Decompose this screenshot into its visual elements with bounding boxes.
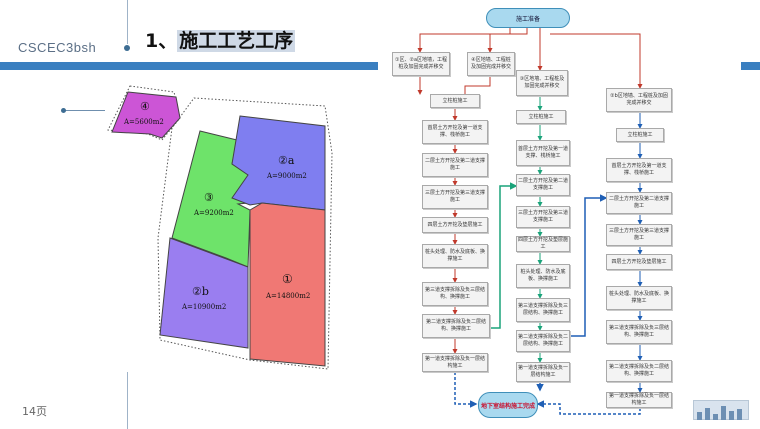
region-3-id: ③ bbox=[204, 191, 214, 204]
col3-step-0: ③区地墙、工程桩及加固完成并移交 bbox=[516, 70, 568, 96]
region-1 bbox=[249, 202, 326, 367]
col4-step-1: 立柱桩施工 bbox=[616, 128, 664, 142]
col1-step-2: 首层土方开挖及第一道支撑、栈桥施工 bbox=[422, 120, 488, 144]
title-prefix: 1、 bbox=[145, 30, 178, 52]
col4-step-5: 四层土方开挖及垫层施工 bbox=[606, 254, 672, 270]
col3-step-8: 第二道支撑拆除及负二层结构、换撑施工 bbox=[516, 330, 570, 352]
region-4 bbox=[111, 91, 181, 139]
title-main: 施工工艺工序 bbox=[177, 30, 296, 52]
corner-logo-icon bbox=[693, 400, 749, 420]
col4-step-0: ②b区地墙、工程桩及加固完成并移交 bbox=[606, 88, 672, 112]
col4-step-6: 桩头处理、防水及底板、换撑施工 bbox=[606, 286, 672, 310]
pointer-line bbox=[63, 110, 105, 111]
region-2b-id: ②b bbox=[192, 285, 209, 298]
company-logo: CSCEC3bsh bbox=[18, 40, 97, 55]
col3-step-7: 第三道支撑拆除及负三层结构、换撑施工 bbox=[516, 298, 570, 322]
accent-bar-right bbox=[741, 62, 760, 70]
region-4-area: A=5600m2 bbox=[123, 118, 164, 126]
header-divider bbox=[127, 0, 128, 44]
page-title: 1、施工工艺工序 bbox=[145, 26, 296, 53]
col4-step-9: 第一道支撑拆除及负一层结构施工 bbox=[606, 392, 672, 408]
region-2b-area: A=10900m2 bbox=[181, 303, 226, 311]
region-2a bbox=[231, 115, 326, 211]
col1-step-9: 第一道支撑拆除及负一层结构施工 bbox=[422, 353, 488, 372]
region-2b bbox=[159, 237, 249, 349]
col4-step-3: 二层土方开挖及第二道支撑施工 bbox=[606, 192, 672, 214]
col1-step-1: 立柱桩施工 bbox=[430, 94, 480, 108]
col3-step-2: 首层土方开挖及第一道支撑、栈桥施工 bbox=[516, 140, 570, 166]
region-1-id: ① bbox=[282, 272, 293, 286]
col3-step-1: 立柱桩施工 bbox=[516, 110, 566, 124]
col3-step-5: 四层土方开挖及垫层施工 bbox=[516, 236, 570, 252]
boundary-4 bbox=[107, 85, 181, 141]
col3-step-3: 二层土方开挖及第二道支撑施工 bbox=[516, 174, 570, 196]
col4-step-2: 首层土方开挖及第一道支撑、栈桥施工 bbox=[606, 158, 672, 182]
col3-step-9: 第一道支撑拆除及负一层结构施工 bbox=[516, 362, 570, 382]
accent-bar-left bbox=[0, 62, 378, 70]
col3-step-4: 三层土方开挖及第三道支撑施工 bbox=[516, 206, 570, 228]
col1-step-5: 四层土方开挖及垫层施工 bbox=[422, 217, 488, 233]
header-dot bbox=[124, 45, 130, 51]
col2-top: ④区地墙、工程桩及加固完成并移交 bbox=[467, 52, 515, 76]
col4-step-7: 第三道支撑拆除及负三层结构、换撑施工 bbox=[606, 320, 672, 344]
region-2a-area: A=9000m2 bbox=[266, 172, 307, 180]
col1-step-8: 第二道支撑拆除及负二层结构、换撑施工 bbox=[422, 314, 490, 338]
site-plan: ④ A=5600m2 ③ A=9200m2 ②a A=9000m2 ②b A=1… bbox=[107, 85, 333, 370]
col3-step-6: 桩头处理、防水及底板、换撑施工 bbox=[516, 264, 570, 288]
flow-end: 地下室结构施工完成 bbox=[478, 392, 538, 418]
col4-step-4: 三层土方开挖及第三道支撑施工 bbox=[606, 224, 672, 246]
boundary-main bbox=[157, 97, 333, 370]
col1-step-3: 二层土方开挖及第二道支撑施工 bbox=[422, 153, 488, 177]
region-4-id: ④ bbox=[140, 100, 150, 113]
flow-start: 施工准备 bbox=[486, 8, 570, 28]
col1-step-7: 第三道支撑拆除及负三层结构、换撑施工 bbox=[422, 282, 488, 306]
region-2a-id: ②a bbox=[278, 154, 295, 167]
col1-step-4: 三层土方开挖及第三道支撑施工 bbox=[422, 185, 488, 209]
col1-step-6: 桩头处理、防水及底板、换撑施工 bbox=[422, 244, 488, 268]
region-3-area: A=9200m2 bbox=[193, 209, 234, 217]
col4-step-8: 第二道支撑拆除及负二层结构、换撑施工 bbox=[606, 360, 672, 382]
col1-step-0: ①区、②a区地墙，工程桩及加固完成并移交 bbox=[392, 52, 450, 76]
pointer-dot bbox=[61, 108, 66, 113]
footer-divider bbox=[127, 372, 128, 429]
region-1-area: A=14800m2 bbox=[265, 292, 310, 300]
page-number: 14页 bbox=[22, 405, 47, 418]
